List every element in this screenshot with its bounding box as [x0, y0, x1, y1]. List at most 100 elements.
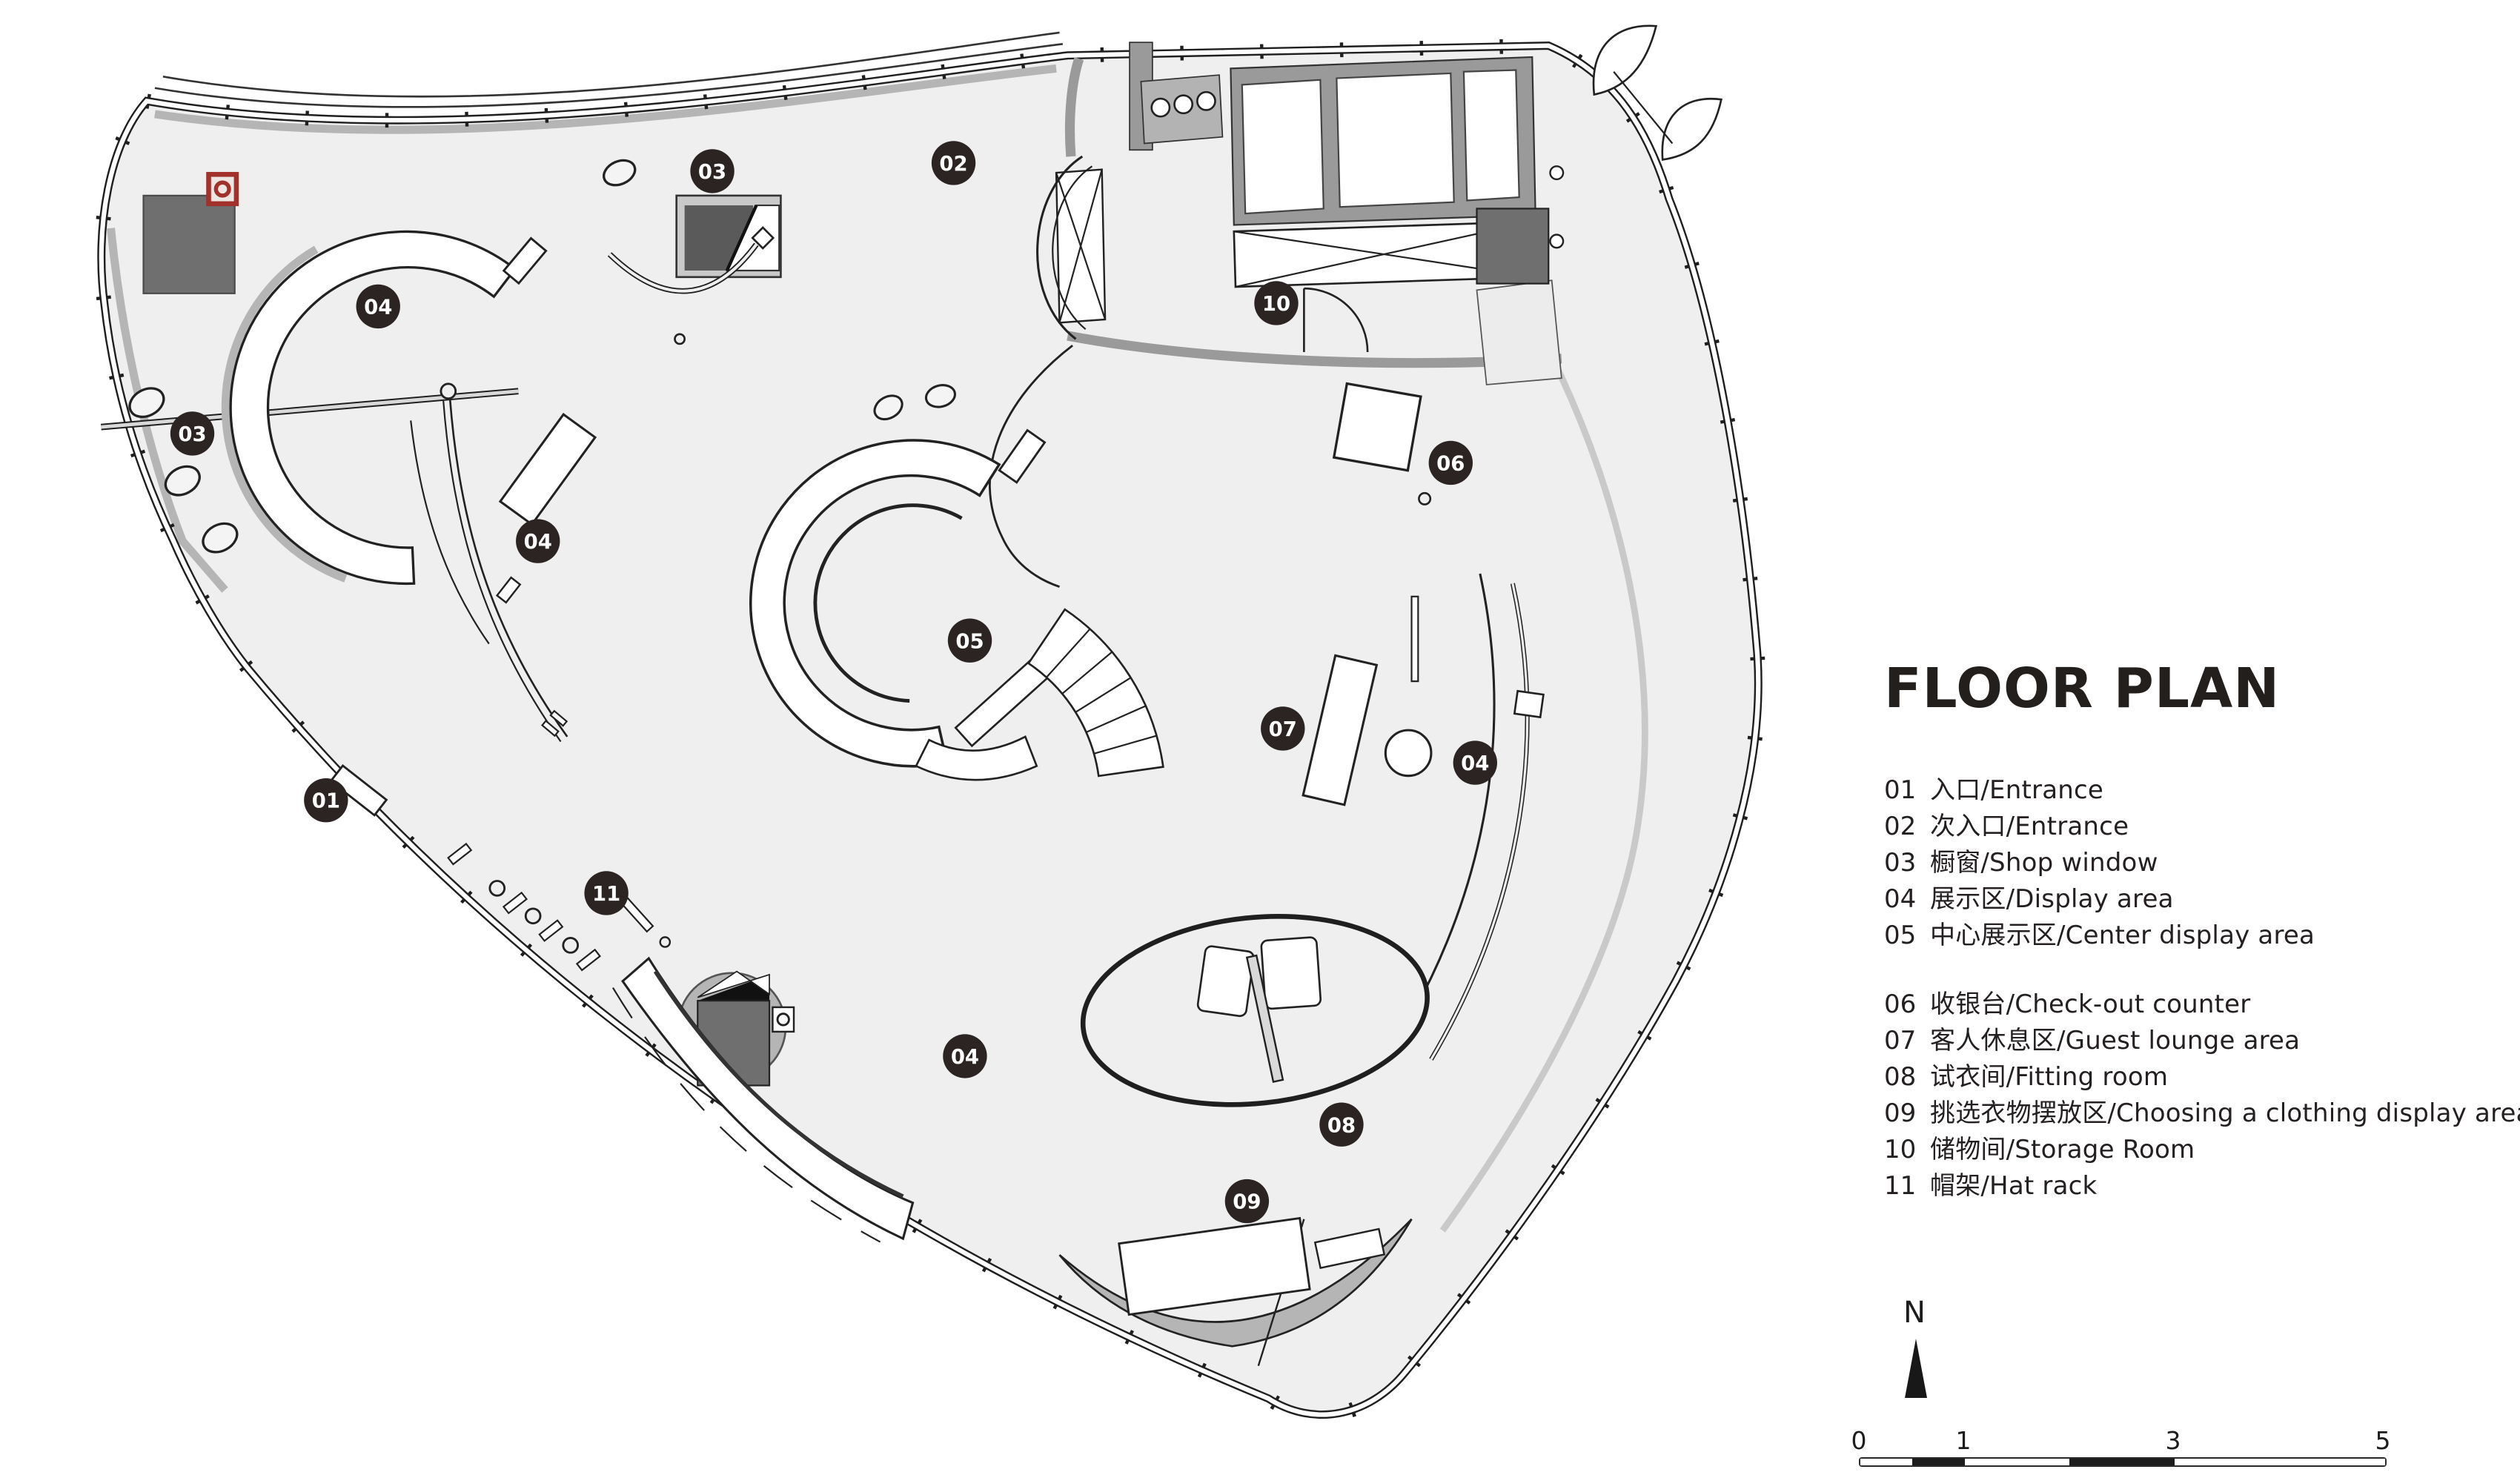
legend-item-label: 帽架/Hat rack [1930, 1171, 2098, 1201]
hat-knob-3 [562, 937, 580, 954]
storage-circle-2 [1173, 94, 1194, 115]
rail-arc-c [410, 420, 490, 645]
dark-display-table [142, 194, 236, 294]
storage-room [988, 42, 1565, 588]
hat-bar-3 [575, 948, 601, 972]
svg-text:01: 01 [312, 789, 340, 813]
storage-queue-rail [988, 345, 1073, 588]
leaf-2 [1661, 97, 1722, 162]
smile-end-marker [751, 226, 775, 250]
fan-div-2 [1085, 705, 1147, 733]
plan-badge-03: 03 [690, 149, 735, 193]
scale-seg-5 [2175, 1459, 2385, 1465]
storage-arch-inner [1052, 165, 1093, 331]
scale-seg-4 [2069, 1459, 2175, 1465]
legend-item-label: 客人休息区/Guest lounge area [1930, 1026, 2301, 1055]
checkout-table [1332, 382, 1422, 472]
hat-knob-1 [488, 880, 506, 897]
plan-badge-04: 04 [943, 1034, 987, 1078]
legend-item-label: 展示区/Display area [1930, 884, 2174, 914]
window-ellipse-2 [164, 465, 201, 497]
lounge-bench [1302, 654, 1379, 806]
storage-wall-circle-2 [1549, 233, 1565, 249]
plan-badge-04: 04 [516, 519, 560, 563]
scale-bar-track [1859, 1457, 2387, 1467]
scale-seg-3 [1965, 1459, 2069, 1465]
center-display-arc [749, 384, 1061, 781]
scale-tick-1: 1 [1955, 1426, 1972, 1455]
scale-tick-0: 0 [1851, 1426, 1867, 1455]
svg-text:07: 07 [1269, 717, 1297, 741]
scale-seg-1 [1860, 1459, 1912, 1465]
north-indicator: N [1903, 1296, 1948, 1398]
fitting-room [1080, 914, 1430, 1107]
center-arc-rail [813, 503, 963, 703]
lounge-table [1384, 729, 1433, 778]
checkout-dot [1418, 491, 1432, 506]
choosing-table [1118, 1216, 1311, 1316]
storage-circle-1 [1150, 97, 1171, 118]
svg-text:03: 03 [178, 422, 206, 446]
display-arc-left-band [229, 230, 517, 586]
svg-text:08: 08 [1327, 1113, 1356, 1137]
rail-marker [495, 576, 522, 604]
guest-lounge [1302, 595, 1433, 806]
legend-item-label: 中心展示区/Center display area [1930, 921, 2315, 950]
leaf-stem [1613, 71, 1674, 145]
mirror-cam-box [772, 1006, 795, 1033]
fan-band [1027, 608, 1164, 778]
svg-text:04: 04 [364, 295, 392, 319]
rail-arc-a [448, 397, 568, 738]
fitting-door-1 [1196, 945, 1255, 1018]
poche-top-left [154, 64, 1057, 134]
scale-tick-5: 5 [2375, 1426, 2391, 1455]
page-title: FLOOR PLAN [1884, 657, 2281, 720]
storage-door-arc [1304, 287, 1369, 352]
hat-bar-1 [502, 891, 528, 915]
cabinet-panel-3 [1462, 69, 1520, 202]
north-arrow-icon [1905, 1339, 1927, 1398]
right-rail-2-gap [1430, 583, 1529, 1061]
fitting-door-2 [1260, 936, 1322, 1010]
storage-wall-circle-1 [1549, 165, 1565, 181]
svg-text:11: 11 [592, 882, 620, 906]
center-ellipse-1 [873, 394, 903, 421]
center-arc-endcap [998, 428, 1047, 484]
plan-badge-10: 10 [1254, 281, 1299, 325]
plan-badge-02: 02 [931, 141, 976, 185]
right-rail-marker [1513, 689, 1545, 719]
display-arc-left-gray [221, 245, 348, 583]
facade-line-2 [162, 31, 1060, 98]
red-marker-dot [213, 180, 231, 198]
shop-window-left [128, 387, 239, 554]
legend-item-number: 11 [1884, 1171, 1917, 1201]
legend-item-label: 收银台/Check-out counter [1930, 990, 2251, 1019]
crescent-bench [1058, 1218, 1413, 1348]
plants-top-right [1592, 24, 1722, 162]
svg-text:04: 04 [951, 1045, 979, 1069]
legend-item-number: 04 [1884, 884, 1917, 914]
legend-item-04: 04 展示区/Display area [1884, 878, 2520, 915]
legend-item-label: 储物间/Storage Room [1930, 1135, 2195, 1164]
svg-text:05: 05 [955, 629, 984, 653]
crescent-notch [1313, 1227, 1386, 1270]
center-curved-seat [915, 735, 1038, 781]
plan-badge-09: 09 [1224, 1179, 1270, 1224]
svg-text:04: 04 [1461, 752, 1489, 775]
window-ellipse-3 [202, 522, 239, 554]
hat-bar-0 [447, 842, 473, 866]
fitting-ellipse [1080, 914, 1430, 1107]
window-ellipse-1 [128, 387, 165, 419]
hat-dot [659, 936, 672, 948]
cabinet-panel-1 [1241, 79, 1324, 215]
plan-badge-03: 03 [170, 411, 215, 456]
svg-text:09: 09 [1233, 1190, 1261, 1214]
